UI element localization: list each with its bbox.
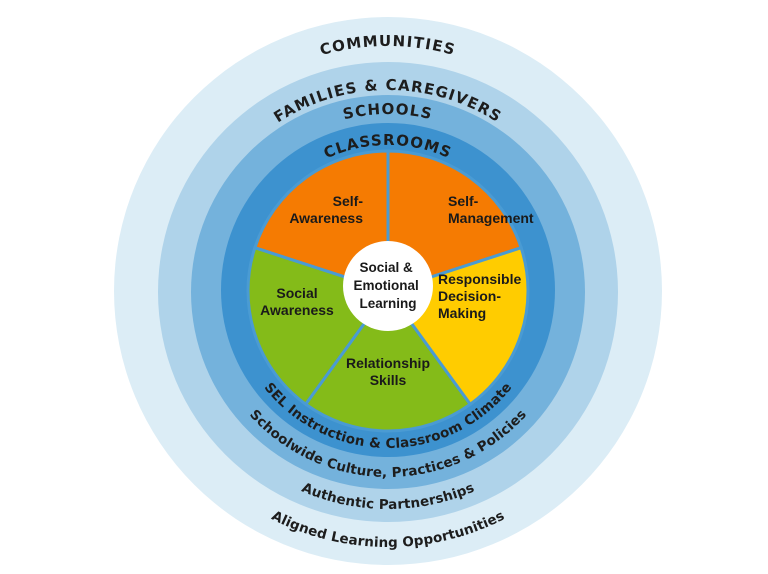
wedge-label-line: Responsible (438, 271, 521, 287)
wedge-label-line: Skills (370, 372, 407, 388)
ring-label-schools: SCHOOLS (341, 99, 435, 122)
wedge-relationship-skills (303, 288, 473, 433)
wedge-label-line: Decision- (438, 288, 501, 304)
center-label: Social & Emotional Learning (353, 260, 422, 311)
wedge-label-line: Management (448, 210, 534, 226)
center-circle (343, 241, 433, 331)
wedge-label-line: Self- (448, 193, 479, 209)
center-label-line: Emotional (353, 278, 418, 293)
wedge-label-line: Relationship (346, 355, 430, 371)
wedge-label-line: Making (438, 305, 486, 321)
center-label-line: Learning (359, 296, 416, 311)
wedge-label-self-awareness: Self-Awareness (289, 193, 363, 226)
center-label-line: Social & (359, 260, 413, 275)
wedge-label-line: Awareness (289, 210, 363, 226)
wedge-label-self-management: Self-Management (448, 193, 534, 226)
wedge-label-line: Social (276, 285, 317, 301)
wedge-label-line: Self- (333, 193, 364, 209)
wedge-label-line: Awareness (260, 302, 334, 318)
